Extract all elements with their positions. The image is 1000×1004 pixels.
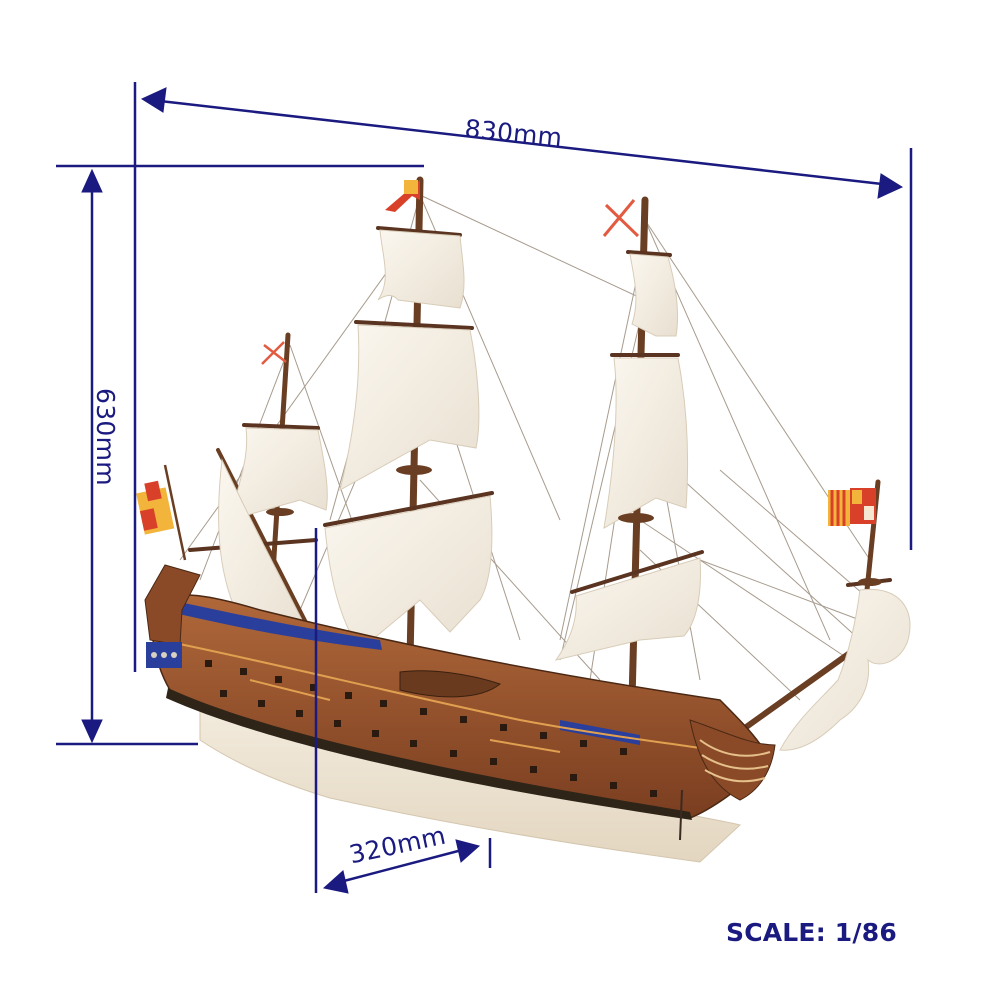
flag-burgundy-cross-mizzen	[261, 341, 287, 365]
ship-model	[136, 176, 911, 863]
stern-ornaments	[151, 652, 177, 658]
anchor	[679, 789, 683, 841]
mizzen-sail	[229, 427, 328, 521]
flag-stern	[136, 464, 187, 561]
beam-dimension-arrow	[322, 839, 481, 894]
main-course	[339, 324, 480, 491]
main-lower-sail	[324, 495, 493, 651]
hull-wale-dark	[166, 688, 692, 820]
gunports	[205, 660, 657, 797]
height-dimension-arrow	[81, 168, 103, 744]
flag-main-pennant	[385, 180, 420, 212]
mast-tops	[266, 465, 882, 586]
main-topsail	[377, 229, 465, 309]
fore-course	[603, 357, 689, 529]
stern-castle	[144, 564, 201, 646]
flag-bow	[828, 488, 876, 526]
dimension-annotations	[56, 82, 913, 894]
height-dimension-label: 630mm	[91, 388, 120, 486]
longboat	[399, 670, 502, 698]
sails	[218, 229, 911, 751]
flag-burgundy-cross-fore	[602, 199, 640, 238]
bow-rails	[699, 739, 771, 783]
fore-topsail	[629, 253, 679, 337]
hull-blue-band-upper	[170, 600, 382, 650]
fore-lower-sail	[554, 557, 701, 661]
scale-label: SCALE: 1/86	[726, 918, 897, 947]
length-dimension-arrow	[140, 87, 904, 199]
hull-blue-band-bow	[560, 720, 640, 745]
spritsail	[779, 588, 911, 751]
